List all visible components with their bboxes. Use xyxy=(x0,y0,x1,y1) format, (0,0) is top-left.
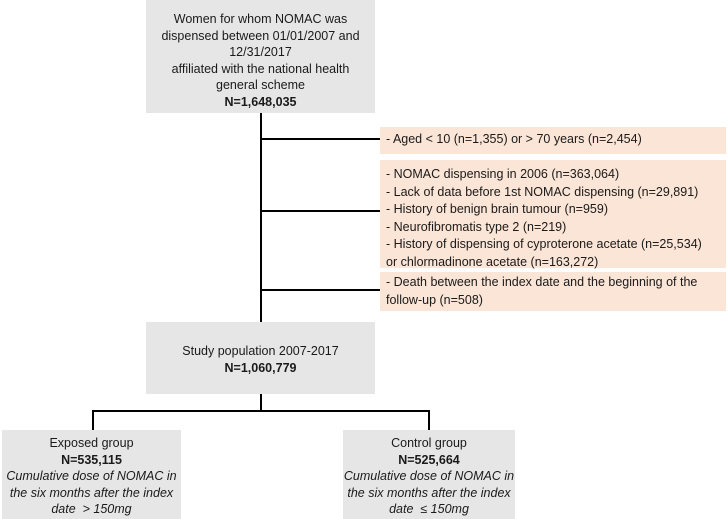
exclusion-history-line-6: or chlormadinone acetate (n=163,272) xyxy=(386,254,599,269)
exclusion-box-death: - Death between the index date and the b… xyxy=(380,272,726,311)
source-line-3: 12/31/2017 xyxy=(229,45,292,59)
main-vertical-connector xyxy=(260,113,262,322)
exclusion-death-line-2: follow-up (n=508) xyxy=(386,292,483,307)
exclusion-death-line-1: - Death between the index date and the b… xyxy=(386,275,698,289)
exclusion-box-age: - Aged < 10 (n=1,355) or > 70 years (n=2… xyxy=(380,127,726,154)
source-line-2: dispensed between 01/01/2007 and xyxy=(161,28,360,43)
exclusion-history-line-4: - Neurofibromatis type 2 (n=219) xyxy=(386,219,567,234)
study-down-connector xyxy=(260,394,262,411)
branch-left-connector xyxy=(92,410,94,430)
control-desc-line-2: the six months after the index xyxy=(347,485,511,500)
study-population-box: Study population 2007-2017 N=1,060,779 xyxy=(146,322,375,394)
study-title: Study population 2007-2017 xyxy=(182,344,339,358)
branch-horizontal-connector xyxy=(92,410,430,412)
exclusion-history-line-1: - NOMAC dispensing in 2006 (n=363,064) xyxy=(386,167,620,181)
control-desc-line-3: date ≤ 150mg xyxy=(389,502,469,516)
exposed-desc-line-2: the six months after the index xyxy=(9,485,174,500)
exposed-desc-line-1: Cumulative dose of NOMAC in xyxy=(6,469,177,483)
exclusion-box-history: - NOMAC dispensing in 2006 (n=363,064) -… xyxy=(380,160,726,269)
source-line-5: general scheme xyxy=(216,78,305,92)
exclusion-connector-2 xyxy=(260,210,380,212)
source-line-1: Women for whom NOMAC was xyxy=(173,12,348,26)
exclusion-connector-3 xyxy=(260,289,380,291)
exposed-group-box: Exposed group N=535,115 Cumulative dose … xyxy=(2,430,181,519)
exclusion-history-line-2: - Lack of data before 1st NOMAC dispensi… xyxy=(386,184,699,199)
source-line-4: affiliated with the national health xyxy=(171,61,350,76)
source-population-box: Women for whom NOMAC was dispensed betwe… xyxy=(146,0,375,113)
source-count: N=1,648,035 xyxy=(224,94,297,109)
control-title: Control group xyxy=(391,436,467,450)
study-count: N=1,060,779 xyxy=(224,360,297,375)
exposed-desc-line-3: date > 150mg xyxy=(51,502,132,516)
exclusion-history-line-5: - History of dispensing of cyproterone a… xyxy=(386,237,702,251)
control-count: N=525,664 xyxy=(398,452,460,467)
exposed-count: N=535,115 xyxy=(61,452,122,467)
exposed-title: Exposed group xyxy=(49,436,134,450)
exclusion-history-line-3: - History of benign brain tumour (n=959) xyxy=(386,202,608,216)
exclusion-age-line-1: - Aged < 10 (n=1,355) or > 70 years (n=2… xyxy=(386,132,642,146)
branch-right-connector xyxy=(428,410,430,430)
exclusion-connector-1 xyxy=(260,138,380,140)
control-group-box: Control group N=525,664 Cumulative dose … xyxy=(343,430,515,519)
control-desc-line-1: Cumulative dose of NOMAC in xyxy=(343,469,515,483)
